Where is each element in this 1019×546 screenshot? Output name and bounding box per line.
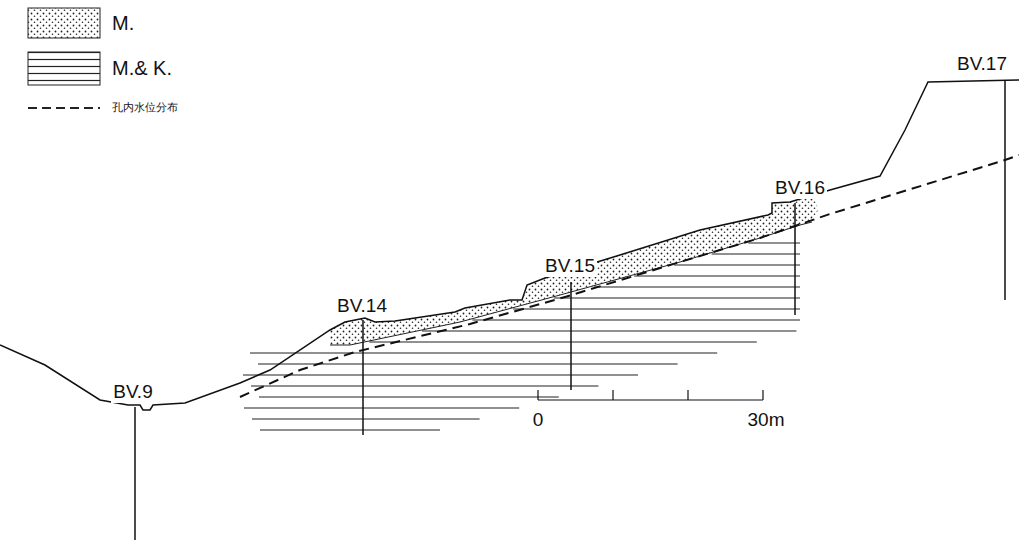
bedrock-hatch [594, 286, 800, 287]
bedrock-hatch [259, 396, 559, 397]
scale-tick [612, 390, 613, 400]
borehole [570, 282, 572, 390]
bedrock-hatch [554, 297, 800, 298]
legend-text: M. [110, 12, 136, 34]
line-swatch [28, 52, 100, 85]
borehole [362, 320, 364, 435]
bedrock-hatch [422, 330, 796, 331]
bedrock-hatch [369, 341, 756, 342]
borehole-label: BV.17 [955, 54, 1009, 75]
scale-number: 30m [746, 410, 787, 431]
bedrock-hatch [513, 308, 800, 309]
scale-bar [538, 399, 763, 400]
bedrock-hatch [472, 319, 800, 320]
bedrock-hatch [243, 374, 638, 375]
borehole-label: BV.14 [335, 296, 389, 317]
borehole [794, 203, 796, 315]
surface-deposit [330, 196, 818, 345]
ground-surface [0, 80, 1019, 410]
borehole-label: BV.15 [543, 256, 597, 277]
borehole [1004, 80, 1006, 300]
bedrock-hatch [674, 264, 800, 265]
scale-tick [687, 390, 688, 400]
scale-number: 0 [531, 410, 546, 431]
bedrock-hatch [634, 275, 800, 276]
bedrock-hatch [748, 242, 800, 243]
borehole-label: BV.9 [111, 382, 154, 403]
bedrock-hatch [712, 253, 800, 254]
water-level-swatch [28, 107, 100, 109]
legend-text: 孔内水位分布 [110, 102, 180, 114]
bedrock-hatch [251, 385, 598, 386]
scale-tick [762, 390, 763, 400]
borehole-label: BV.16 [773, 178, 827, 199]
legend-text: M.& K. [110, 57, 174, 79]
bedrock-hatch [260, 429, 440, 430]
bedrock-hatch [250, 352, 717, 353]
scale-tick [537, 390, 538, 400]
bedrock-hatch [252, 418, 480, 419]
borehole [134, 407, 136, 540]
water-level-line [240, 155, 1019, 397]
stipple-swatch [28, 8, 100, 38]
bedrock-hatch [244, 407, 519, 408]
